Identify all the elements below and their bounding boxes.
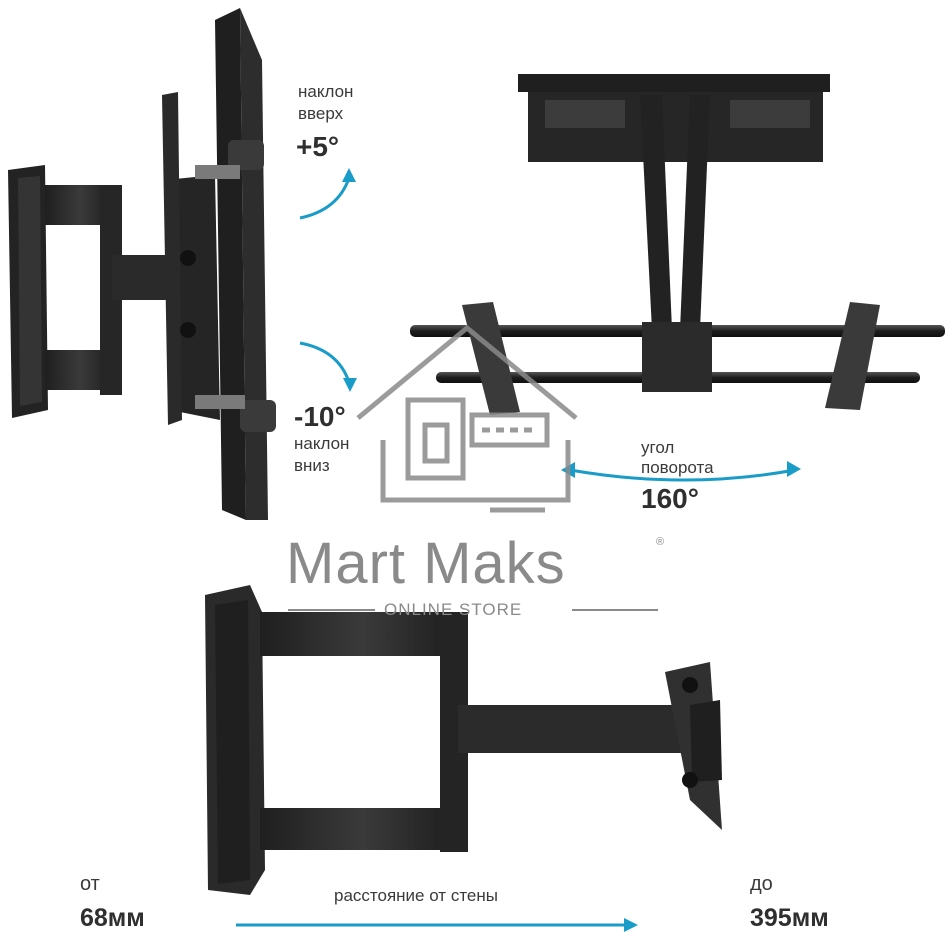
extended-arm-view: [205, 585, 722, 895]
watermark-brand-name: Mart Maks: [286, 531, 566, 596]
rotation-label-line2: поворота: [641, 458, 714, 477]
watermark-subtitle: ONLINE STORE: [384, 600, 523, 619]
tilt-down-arrowhead: [343, 378, 357, 392]
rotation-value: 160°: [641, 483, 699, 514]
distance-from-value: 68мм: [80, 904, 145, 932]
distance-arrow: [236, 918, 638, 932]
distance-to-value: 395мм: [750, 904, 829, 932]
rotation-arrow: [569, 468, 796, 482]
top-view-bracket: [410, 74, 945, 415]
watermark-house-logo: [356, 324, 578, 513]
distance-from-label: от: [80, 873, 100, 895]
tilt-down-arrow: [299, 341, 351, 383]
tilt-up-label-line2: вверх: [298, 104, 344, 123]
tilt-up-arrowhead: [342, 168, 356, 182]
distance-to-label: до: [750, 873, 773, 895]
side-view-bracket: [8, 8, 276, 520]
distance-caption: расстояние от стены: [334, 886, 498, 905]
tilt-down-value: -10°: [294, 401, 346, 432]
rotation-arrowhead-right: [787, 461, 801, 477]
tilt-up-arrow: [299, 177, 351, 220]
rotation-label-line1: угол: [641, 438, 675, 457]
tilt-down-label-line1: наклон: [294, 434, 350, 453]
tilt-up-value: +5°: [296, 131, 340, 162]
tilt-up-label-line1: наклон: [298, 82, 354, 101]
tilt-down-label-line2: вниз: [294, 456, 330, 475]
watermark-registered-mark: ®: [656, 536, 665, 548]
